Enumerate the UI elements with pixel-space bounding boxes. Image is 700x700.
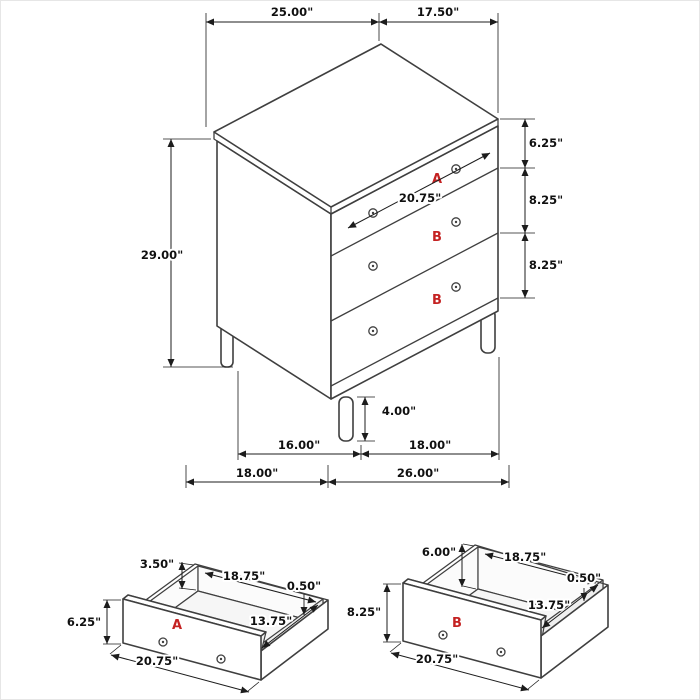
- dimension-line-b-inner-depth: [541, 584, 599, 629]
- knob-dot: [454, 285, 458, 289]
- knob-dot: [371, 329, 375, 333]
- dim-label-top-depth: 17.50": [417, 5, 459, 19]
- drawer-label-b1: B: [432, 230, 442, 245]
- dim-label-a-front-height: 6.25": [67, 615, 101, 629]
- knob-dot: [441, 633, 445, 637]
- dimension-line-drawer-front-width: [347, 152, 491, 229]
- knob-dot: [371, 264, 375, 268]
- base-dimensions-row2: 18.00" 26.00": [185, 464, 510, 488]
- extension-line: [109, 644, 260, 692]
- dim-label-leg-height: 4.00": [382, 404, 416, 418]
- extension-line: [103, 599, 121, 645]
- dim-label-drawer-front-width: 20.75": [399, 191, 441, 205]
- dim-label-leg-span-width: 18.00": [409, 438, 451, 452]
- chest-top-edge: [213, 118, 499, 215]
- knob-dot: [454, 220, 458, 224]
- dim-label-a-inner-depth: 13.75": [250, 614, 292, 628]
- dim-label-base-depth: 18.00": [236, 466, 278, 480]
- top-dimensions: 25.00" 17.50": [205, 3, 499, 127]
- drawer-b-detail: B 8.25" 6.00" 18.75" 0.50" 13.75" 20.75": [345, 543, 609, 692]
- dim-label-b-thickness: 0.50": [567, 571, 601, 585]
- dim-label-b-inner-width: 18.75": [504, 550, 546, 564]
- dimension-line-a-inner-width: [204, 571, 317, 604]
- chest-isometric: A B B: [213, 43, 499, 442]
- dim-label-a-inner-width: 18.75": [223, 569, 265, 583]
- knob-dot: [219, 657, 223, 661]
- dim-label-base-width: 26.00": [397, 466, 439, 480]
- height-dimension: 29.00": [139, 138, 233, 368]
- dim-label-a-front-width: 20.75": [136, 654, 178, 668]
- dim-label-bottom-drawer: 8.25": [529, 258, 563, 272]
- dim-label-b-inner-depth: 13.75": [528, 598, 570, 612]
- dimension-line-a-inner-depth: [261, 604, 319, 649]
- dim-label-a-back-height: 3.50": [140, 557, 174, 571]
- dimension-line-b-inner-width: [484, 552, 597, 585]
- dim-label-top-width: 25.00": [271, 5, 313, 19]
- knob-dot: [454, 167, 458, 171]
- knob-dot: [161, 640, 165, 644]
- leg-height-dimension: 4.00": [357, 396, 418, 442]
- knob-dot: [499, 650, 503, 654]
- drawer-b-letter: B: [452, 616, 462, 631]
- drawer-height-dimensions: 6.25" 8.25" 8.25": [500, 118, 565, 299]
- chest-front-left-leg: [338, 396, 354, 442]
- drawer-a-detail: A 6.25" 3.50" 18.75" 0.50" 13.75" 20.75": [65, 555, 329, 694]
- extension-line: [389, 642, 540, 690]
- dim-label-b-front-width: 20.75": [416, 652, 458, 666]
- dim-label-a-thickness: 0.50": [287, 579, 321, 593]
- dim-label-height: 29.00": [141, 248, 183, 262]
- dim-label-b-back-height: 6.00": [422, 545, 456, 559]
- dimension-line-a-front-width: [110, 653, 250, 694]
- dim-label-leg-span-depth: 16.00": [278, 438, 320, 452]
- drawer-label-b2: B: [432, 293, 442, 308]
- drawer-divider-2: [330, 232, 499, 322]
- drawer-front-width-dimension: 20.75": [347, 152, 491, 229]
- drawer-divider-3: [330, 297, 499, 387]
- dim-label-middle-drawer: 8.25": [529, 193, 563, 207]
- extension-line: [383, 583, 401, 643]
- base-dimensions-row1: 16.00" 18.00": [237, 357, 500, 460]
- dim-label-top-drawer: 6.25": [529, 136, 563, 150]
- dimension-line-b-front-width: [390, 651, 530, 692]
- dim-label-b-front-height: 8.25": [347, 605, 381, 619]
- drawer-a-letter: A: [172, 618, 182, 633]
